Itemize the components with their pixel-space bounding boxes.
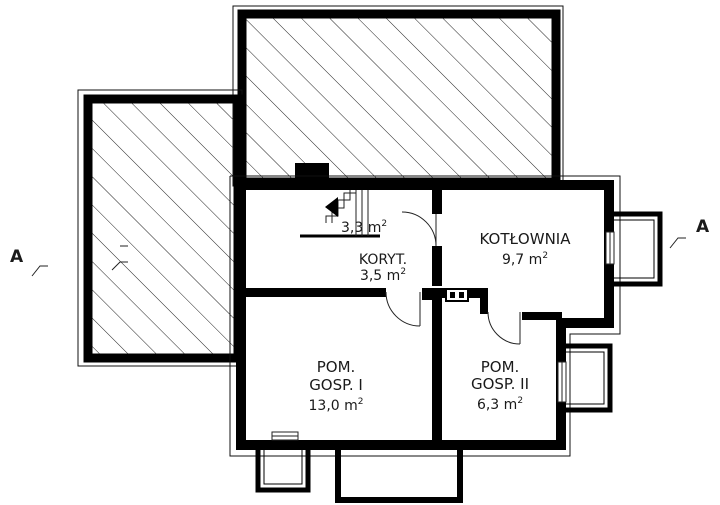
- storage2-name-line2: GOSP. II: [471, 375, 529, 393]
- boiler-room-name: KOTŁOWNIA: [480, 230, 572, 248]
- stair-direction-arrow: [325, 197, 338, 217]
- corridor-name: KORYT.: [359, 252, 407, 268]
- unexcavated-area-left: [77, 89, 243, 367]
- section-line-right: [669, 237, 686, 249]
- unexcavated-area-top: [232, 5, 564, 187]
- corridor-area: 3,5 m2: [360, 267, 406, 284]
- corridor-area-sup: 2: [400, 267, 406, 277]
- corridor-area-value: 3,5 m: [360, 268, 400, 284]
- section-marker-right: A: [696, 217, 710, 237]
- doors: [385, 211, 521, 345]
- ventilation-block: [445, 288, 469, 302]
- section-marker-left: A: [10, 247, 24, 267]
- storage2-area: 6,3 m2: [477, 396, 523, 413]
- section-line-left: [31, 245, 128, 277]
- boiler-room-area-value: 9,7 m: [502, 252, 542, 268]
- light-wells: [255, 211, 663, 503]
- boiler-room-area: 9,7 m2: [502, 251, 548, 268]
- boiler-room-area-sup: 2: [542, 251, 548, 261]
- windows: [271, 231, 615, 441]
- stairs-area-sup: 2: [381, 219, 387, 229]
- storage2-area-sup: 2: [517, 396, 523, 406]
- storage1-name-line2: GOSP. I: [309, 376, 363, 394]
- storage1-name-line1: POM.: [317, 358, 356, 376]
- storage2-name-line1: POM.: [481, 358, 520, 376]
- storage1-area-value: 13,0 m: [309, 398, 358, 414]
- storage1-area: 13,0 m2: [309, 397, 364, 414]
- storage1-area-sup: 2: [358, 397, 364, 407]
- storage2-area-value: 6,3 m: [477, 397, 517, 413]
- chimney: [295, 163, 329, 181]
- stairs-area-value: 3,3 m: [341, 220, 381, 236]
- outer-wall-outline: [229, 175, 621, 457]
- stairs-area: 3,3 m2: [341, 219, 387, 236]
